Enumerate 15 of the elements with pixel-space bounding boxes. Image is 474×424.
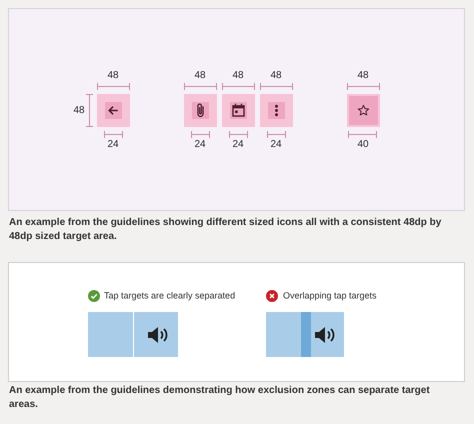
dimension-label: 24 [107, 139, 119, 151]
dimension-label: 48 [270, 70, 282, 82]
dimension-label: 24 [270, 139, 282, 151]
dimension-label: 48 [194, 70, 206, 82]
status-label: Tap targets are clearly separated [104, 290, 236, 302]
dimension-label: 48 [232, 70, 244, 82]
caption: An example from the guidelines showing different sized icons all with a consistent 48dp by 48dp sized target area. [9, 216, 442, 244]
dimension-label: 48 [357, 70, 369, 82]
dimension-label: 48 [107, 70, 119, 82]
dimension-label: 40 [357, 139, 369, 151]
dimension-label: 24 [194, 139, 206, 151]
dimension-label: 48 [73, 105, 85, 117]
caption: An example from the guidelines demonstrating how exclusion zones can separate target areas. [9, 384, 431, 412]
status-label: Overlapping tap targets [283, 290, 377, 302]
dimension-label: 24 [232, 139, 244, 151]
